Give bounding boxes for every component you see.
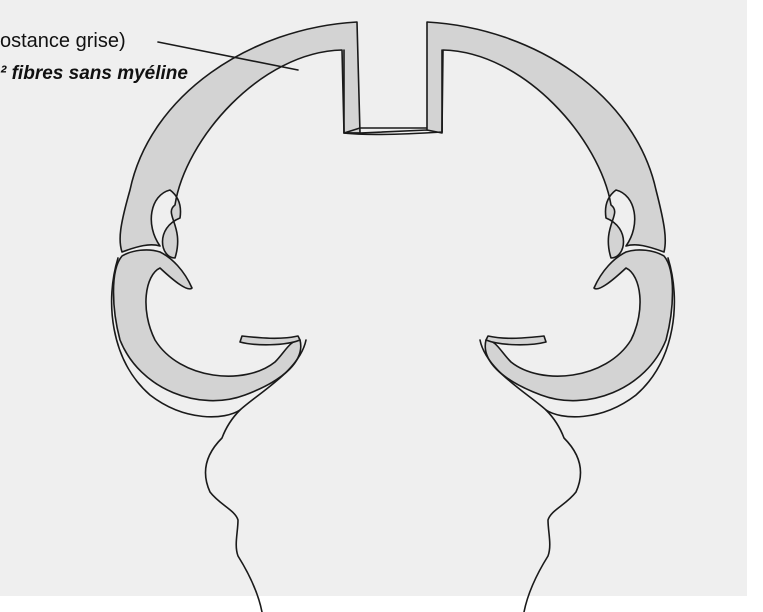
- left-upper-cortex-band: [120, 22, 360, 258]
- label-substance-grise: ostance grise): [0, 30, 126, 53]
- right-upper-cortex-band: [427, 22, 665, 258]
- left-lower-cortex-band: [114, 250, 301, 401]
- label-fibres-sans-myeline: ² fibres sans myéline: [0, 63, 188, 85]
- right-lower-cortex-band: [485, 250, 672, 401]
